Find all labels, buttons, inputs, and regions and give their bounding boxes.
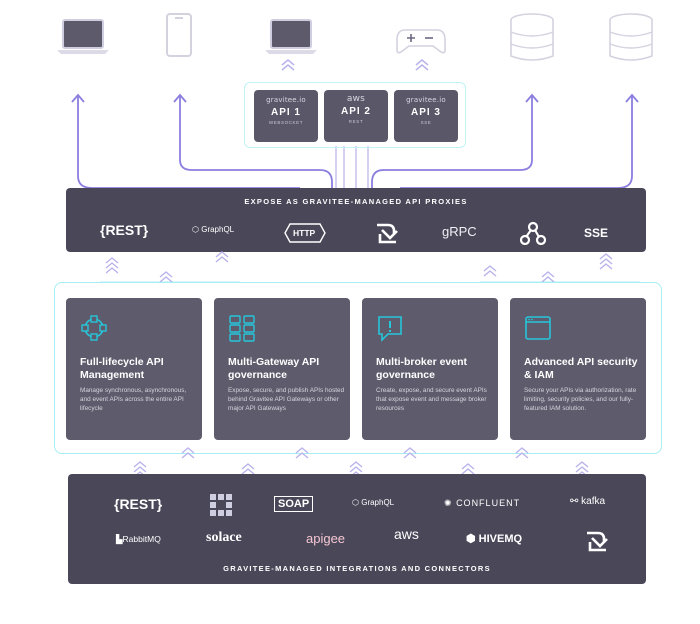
- rabbitmq-logo: ▙RabbitMQ: [116, 534, 161, 545]
- gamepad-icon: [395, 26, 447, 61]
- graphql-logo: ⬡ GraphQL: [352, 498, 394, 507]
- feature-card-gateway[interactable]: Multi-Gateway API governance Expose, sec…: [214, 298, 350, 440]
- proxies-bar: EXPOSE AS GRAVITEE-MANAGED API PROXIES {…: [66, 188, 646, 252]
- kafka-logo: ⚯ kafka: [570, 496, 605, 507]
- solace-logo: solace: [206, 530, 242, 545]
- api-card-1[interactable]: gravitee.io API 1 WEBSOCKET: [254, 90, 318, 142]
- proxies-title: EXPOSE AS GRAVITEE-MANAGED API PROXIES: [244, 197, 468, 206]
- aws-logo: aws: [346, 94, 366, 104]
- arrow-line: [371, 96, 533, 188]
- features-group: [54, 282, 662, 454]
- feature-title: Multi-Gateway API governance: [228, 356, 320, 381]
- api-name: API 2: [340, 106, 371, 117]
- chevron-up-icon: [281, 59, 295, 71]
- chevron-up-icon: [461, 463, 475, 475]
- graphql-logo: ⬡ GraphQL: [192, 225, 234, 234]
- chevron-up-icon: [295, 447, 309, 459]
- feature-description: Secure your APIs via authorization, rate…: [524, 387, 637, 412]
- chevron-up-icon: [159, 271, 173, 283]
- graphql-label: GraphQL: [361, 498, 395, 507]
- api-card-2[interactable]: aws API 2 REST: [324, 90, 388, 142]
- chevron-up-icon: [483, 265, 497, 277]
- integrations-title: GRAVITEE-MANAGED INTEGRATIONS AND CONNEC…: [223, 564, 491, 573]
- feature-card-lifecycle[interactable]: Full-lifecycle API Management Manage syn…: [66, 298, 202, 440]
- webhook-icon: [519, 221, 547, 250]
- arrow-line: [77, 96, 300, 189]
- hivemq-label: HIVEMQ: [478, 533, 523, 545]
- rest-logo: {REST}: [114, 496, 163, 512]
- http-logo: HTTP: [284, 222, 326, 249]
- graphql-icon: ⬡: [352, 498, 359, 507]
- arrow-line: [179, 96, 333, 188]
- api-protocol: SSE: [420, 120, 432, 125]
- feature-title: Full-lifecycle API Management: [80, 356, 164, 381]
- apigee-logo: apigee: [306, 531, 346, 546]
- confluent-label: CONFLUENT: [456, 498, 521, 508]
- chevron-up-icon: [541, 271, 555, 283]
- http-badge-icon: [284, 223, 326, 243]
- sse-logo: SSE: [584, 226, 609, 240]
- alert-message-icon: [378, 316, 402, 342]
- chevron-up-icon: [599, 253, 613, 270]
- chevron-up-icon: [515, 447, 529, 459]
- http-label: HTTP: [293, 228, 316, 238]
- phone-icon: [165, 12, 193, 65]
- gravitee-icon: [584, 528, 610, 559]
- api-name: API 1: [270, 107, 301, 118]
- chevron-up-icon: [403, 447, 417, 459]
- chevron-up-icon: [241, 463, 255, 475]
- aws-logo: aws: [394, 526, 419, 542]
- feature-description: Create, expose, and secure event APIs th…: [376, 387, 487, 412]
- chevron-up-icon: [105, 257, 119, 274]
- grid-icon: [229, 315, 255, 342]
- laptop-icon: [55, 18, 111, 63]
- hivemq-logo: ⬢ HIVEMQ: [466, 532, 522, 545]
- gravitee-logo: gravitee.io: [266, 96, 306, 104]
- laptop-icon: [263, 18, 319, 63]
- chevron-up-icon: [415, 59, 429, 71]
- rabbitmq-label: RabbitMQ: [122, 534, 161, 544]
- graphql-label: GraphQL: [201, 225, 235, 234]
- chevron-up-icon: [215, 251, 229, 263]
- chevron-up-icon: [181, 447, 195, 459]
- confluent-logo: ✺ CONFLUENT: [444, 498, 520, 509]
- grpc-logo: gRPC: [442, 224, 477, 239]
- soap-logo: SOAP: [274, 496, 314, 512]
- hivemq-icon: ⬢: [466, 533, 476, 545]
- api-name: API 3: [410, 107, 441, 118]
- feature-title: Multi-broker event governance: [376, 356, 468, 381]
- kafka-icon: ⚯: [570, 496, 579, 507]
- api-protocol: REST: [348, 119, 364, 124]
- grid-logo-icon: [208, 492, 234, 523]
- arrow-line: [400, 96, 633, 189]
- feature-description: Manage synchronous, asynchronous, and ev…: [80, 387, 187, 412]
- feature-title: Advanced API security & IAM: [524, 356, 638, 381]
- browser-window-icon: [525, 316, 551, 340]
- api-card-3[interactable]: gravitee.io API 3 SSE: [394, 90, 458, 142]
- database-icon: [508, 12, 556, 69]
- gravitee-icon: [374, 220, 400, 251]
- feature-card-broker[interactable]: Multi-broker event governance Create, ex…: [362, 298, 498, 440]
- rabbitmq-icon: ▙: [116, 534, 123, 544]
- api-group: [244, 82, 466, 148]
- api-protocol: WEBSOCKET: [268, 120, 304, 125]
- lifecycle-icon: [81, 315, 107, 341]
- feature-card-security[interactable]: Advanced API security & IAM Secure your …: [510, 298, 646, 440]
- database-icon: [607, 12, 655, 69]
- integrations-bar: {REST} SOAP ⬡ GraphQL ✺ CONFLUENT ⚯ kafk…: [68, 474, 646, 584]
- feature-description: Expose, secure, and publish APIs hosted …: [228, 387, 345, 412]
- gravitee-logo: gravitee.io: [406, 96, 446, 104]
- graphql-icon: ⬡: [192, 225, 199, 234]
- rest-logo: {REST}: [100, 222, 149, 238]
- kafka-label: kafka: [581, 496, 606, 507]
- confluent-icon: ✺: [444, 498, 453, 508]
